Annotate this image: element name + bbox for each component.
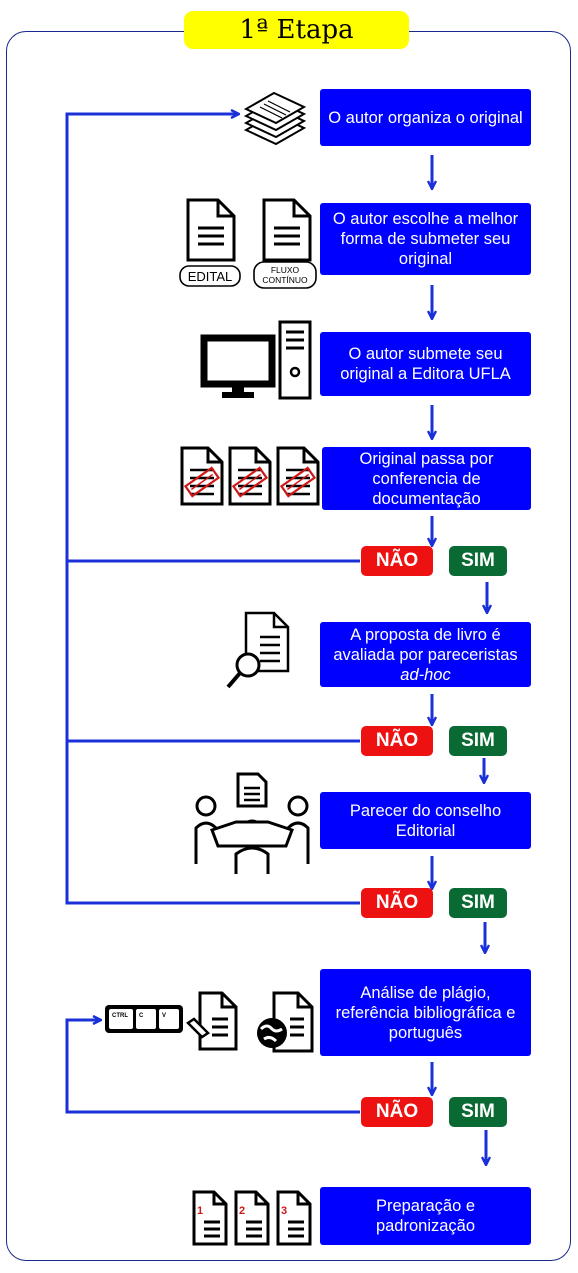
step-plagio: Análise de plágio, referência bibliográf…: [320, 969, 531, 1056]
keyboard-keys-icon: CTRL C V: [105, 1005, 183, 1033]
decision-yes: SIM: [449, 1097, 507, 1127]
feedback-line: [65, 114, 360, 905]
meeting-icon: [194, 772, 310, 874]
key-c: C: [139, 1013, 144, 1019]
step-preparacao: Preparação e padronização: [320, 1187, 531, 1245]
fluxo-document-icon: FLUXO CONTÍNUO: [253, 198, 317, 289]
computer-icon: [200, 320, 312, 400]
step-conferencia: Original passa por conferencia de docume…: [322, 447, 531, 510]
decision-no: NÃO: [361, 726, 433, 756]
stamped-document-icon: [180, 446, 320, 506]
decision-yes: SIM: [449, 888, 507, 918]
stage-header: 1ª Etapa: [184, 11, 409, 49]
decision-yes: SIM: [449, 726, 507, 756]
step-submete: O autor submete seu original a Editora U…: [320, 332, 531, 396]
key-ctrl: CTRL: [112, 1013, 128, 1019]
feedback-line: [65, 1020, 360, 1114]
globe-document-icon: [257, 991, 314, 1053]
step-pareceristas: A proposta de livro é avaliada por parec…: [320, 622, 531, 687]
doc-number-1: 1: [197, 1205, 203, 1217]
fluxo-label-1: FLUXO: [271, 265, 300, 275]
numbered-documents-icon: 1 2 3: [192, 1190, 312, 1246]
signed-document-icon: [186, 991, 238, 1051]
doc-number-3: 3: [281, 1205, 287, 1217]
step-escolhe: O autor escolhe a melhor forma de submet…: [320, 203, 531, 275]
fluxo-label-2: CONTÍNUO: [262, 275, 308, 285]
edital-label: EDITAL: [188, 269, 233, 284]
step-conselho: Parecer do conselho Editorial: [320, 792, 531, 849]
decision-no: NÃO: [361, 546, 433, 576]
decision-yes: SIM: [449, 546, 507, 576]
decision-no: NÃO: [361, 888, 433, 918]
step-organiza: O autor organiza o original: [320, 89, 531, 146]
edital-document-icon: EDITAL: [179, 198, 241, 287]
decision-no: NÃO: [361, 1097, 433, 1127]
step-pareceristas-text: A proposta de livro é avaliada por parec…: [333, 625, 518, 664]
doc-number-2: 2: [239, 1205, 245, 1217]
step-pareceristas-italic: ad-hoc: [400, 665, 451, 684]
magnifier-document-icon: [226, 611, 290, 689]
paper-stack-icon: [243, 91, 307, 146]
key-v: V: [162, 1013, 166, 1019]
